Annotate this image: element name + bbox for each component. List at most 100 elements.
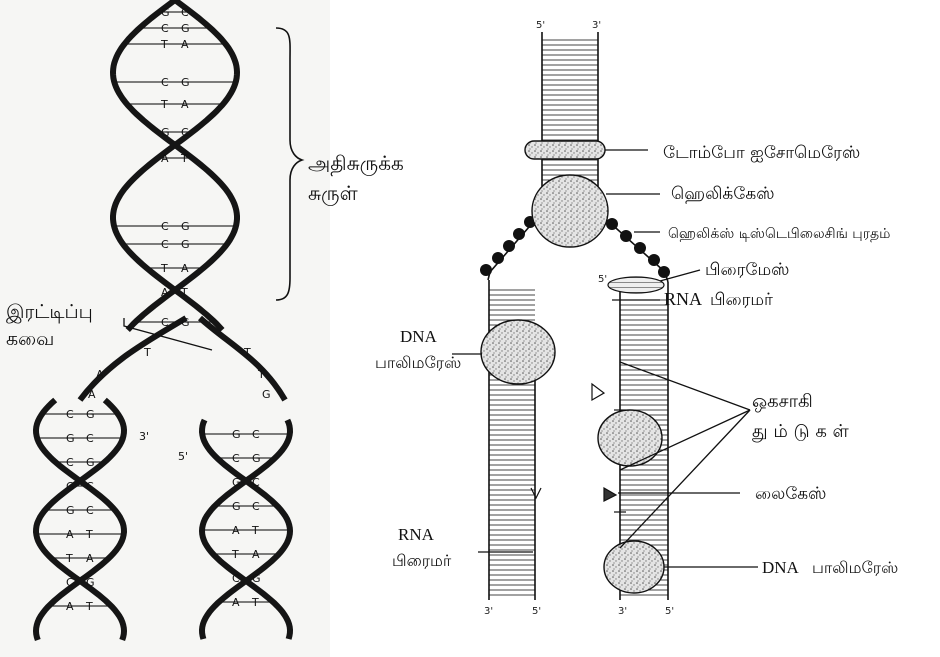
- primase-label: பிரைமேஸ்: [705, 260, 789, 280]
- okazaki-polymerase: [598, 410, 662, 466]
- fork-single-base: T: [243, 346, 251, 359]
- base-letter: T: [251, 596, 259, 609]
- base-letter: T: [180, 286, 188, 299]
- base-letter: C: [161, 316, 169, 329]
- base-letter: C: [86, 504, 94, 517]
- fork-single-base: T: [143, 346, 151, 359]
- fork-single-base: G: [262, 388, 271, 401]
- base-letter: G: [161, 126, 170, 139]
- base-letter: C: [161, 76, 169, 89]
- bottom-left-5prime: 5': [532, 606, 541, 617]
- supercoil-label-line1: அதிசுருக்க: [308, 151, 404, 176]
- base-letter: T: [65, 552, 73, 565]
- ssb-label: ஹெலிக்ஸ் டிஸ்டெபிலைசிங் புரதம்: [668, 226, 890, 242]
- topoisomerase-label: டோம்போ ஐசோமெரேஸ்: [663, 143, 860, 163]
- base-letter: A: [232, 596, 240, 609]
- base-letter: T: [160, 262, 168, 275]
- ligase-label: லைகேஸ்: [755, 484, 826, 504]
- rna-primer-right-label-line1: RNA: [664, 289, 702, 309]
- topoisomerase-enzyme: [525, 141, 605, 159]
- base-letter: C: [181, 6, 189, 19]
- base-letter: G: [181, 238, 190, 251]
- ligase-enzyme: [604, 488, 616, 501]
- base-letter: A: [181, 98, 189, 111]
- base-letter: A: [161, 152, 169, 165]
- base-letter: C: [86, 432, 94, 445]
- base-letter: G: [181, 316, 190, 329]
- bottom-right-5prime: 5': [665, 606, 674, 617]
- base-letter: G: [66, 432, 75, 445]
- base-letter: C: [252, 500, 260, 513]
- base-letter: G: [181, 220, 190, 233]
- base-letter: G: [66, 480, 75, 493]
- okazaki-label-line2: து ம் டு க ள்: [752, 421, 850, 442]
- base-letter: G: [86, 456, 95, 469]
- bottom-left-3prime: 3': [484, 606, 493, 617]
- base-letter: C: [161, 22, 169, 35]
- base-letter: C: [252, 476, 260, 489]
- primase-enzyme: [608, 277, 664, 293]
- rna-primer-right-label-line2: பிரைமர்: [710, 290, 773, 310]
- daughter-5prime-end: 5': [178, 450, 188, 463]
- base-letter: C: [252, 428, 260, 441]
- rna-primer-left-label-line1: RNA: [398, 525, 435, 544]
- base-letter: G: [232, 476, 241, 489]
- base-letter: C: [161, 220, 169, 233]
- base-letter: G: [86, 576, 95, 589]
- base-letter: A: [181, 38, 189, 51]
- base-letter: T: [231, 548, 239, 561]
- helicase-enzyme: [532, 175, 608, 247]
- rna-primer-left-label-line2: பிரைமர்: [392, 551, 452, 570]
- replication-fork-panel: 5' 3' 3' 3' 5' 5': [375, 20, 898, 617]
- dna-pol-left-label-line1: DNA: [400, 327, 438, 346]
- base-letter: G: [181, 22, 190, 35]
- dna-pol-left-label-line2: பாலிமரேஸ்: [375, 353, 461, 372]
- base-letter: A: [252, 548, 260, 561]
- fork-arm-right: [598, 185, 668, 282]
- base-letter: G: [161, 6, 170, 19]
- dna-pol-right-label-line2: பாலிமரேஸ்: [812, 558, 898, 577]
- dna-polymerase-leading: [481, 320, 555, 384]
- base-letter: C: [161, 238, 169, 251]
- top-3prime: 3': [592, 20, 601, 31]
- base-letter: A: [86, 552, 94, 565]
- supercoil-label-line2: சுருள்: [308, 181, 358, 206]
- base-letter: C: [66, 456, 74, 469]
- base-letter: G: [86, 408, 95, 421]
- base-letter: C: [66, 576, 74, 589]
- base-letter: G: [252, 452, 261, 465]
- bottom-right-3prime: 3': [618, 606, 627, 617]
- base-letter: T: [85, 600, 93, 613]
- base-letter: C: [66, 408, 74, 421]
- base-letter: C: [232, 452, 240, 465]
- base-letter: T: [180, 152, 188, 165]
- base-letter: C: [232, 572, 240, 585]
- base-letter: T: [251, 524, 259, 537]
- top-5prime: 5': [536, 20, 545, 31]
- okazaki-label-line1: ஒகசாகி: [752, 391, 813, 412]
- base-letter: A: [161, 286, 169, 299]
- base-letter: C: [86, 480, 94, 493]
- base-letter: A: [232, 524, 240, 537]
- dna-pol-right-label-line1: DNA: [762, 558, 800, 577]
- primer-5prime: 5': [598, 274, 607, 285]
- fork-single-base: T: [257, 368, 265, 381]
- fork-label-line1: இரட்டிப்பு: [6, 301, 93, 323]
- okazaki-fragment-marker: [592, 384, 604, 400]
- base-letter: T: [85, 528, 93, 541]
- base-letter: T: [160, 38, 168, 51]
- dna-polymerase-lagging: [604, 541, 664, 593]
- base-letter: A: [66, 528, 74, 541]
- base-letter: G: [232, 500, 241, 513]
- fork-label-line2: கவை: [6, 328, 54, 350]
- base-letter: G: [232, 428, 241, 441]
- base-letter: T: [160, 98, 168, 111]
- base-letter: A: [66, 600, 74, 613]
- fork-single-base: A: [88, 388, 96, 401]
- base-letter: A: [181, 262, 189, 275]
- fork-single-base: A: [96, 368, 104, 381]
- base-letter: G: [252, 572, 261, 585]
- double-helix-panel: GCCGTACGTAGCATCGCGTAATCGTAATTGCGGCCGGCGC…: [0, 0, 404, 657]
